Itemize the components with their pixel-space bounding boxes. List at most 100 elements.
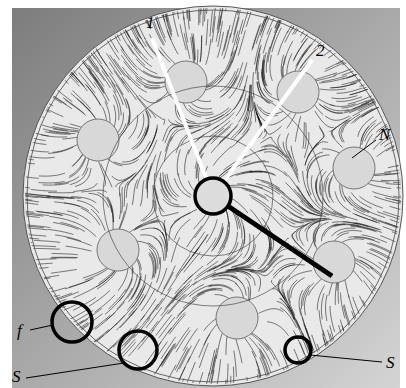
streamline [392,143,406,151]
streamline [173,379,184,388]
streamline [264,152,287,162]
streamline [279,276,285,299]
streamline [132,127,147,148]
streamline [370,267,390,284]
streamline [260,243,270,267]
streamline [67,67,84,87]
streamline [151,221,166,236]
streamline [171,0,174,14]
streamline [146,110,149,135]
streamline [340,292,344,318]
streamline [270,24,280,48]
streamline [163,125,179,142]
streamline [89,290,110,306]
streamline [187,3,189,29]
streamline [303,218,329,220]
streamline [184,381,194,388]
streamline [66,246,92,251]
hole [333,147,375,189]
streamline [34,240,60,242]
streamline [61,320,84,333]
streamline [358,256,381,269]
streamline [61,63,79,83]
streamline [325,60,349,71]
streamline [353,104,376,116]
streamline [206,19,208,45]
streamline [323,198,343,215]
streamline [223,380,226,388]
streamline [116,84,127,108]
streamline [259,339,275,360]
streamline [209,257,231,271]
streamline [56,55,73,75]
streamline [362,235,387,243]
streamline [277,301,295,320]
streamline [363,79,388,89]
streamline [186,0,187,19]
streamline [149,125,158,150]
streamline [169,314,186,334]
callout-label: N [379,126,390,143]
streamline [117,311,135,331]
streamline [118,13,129,37]
streamline [89,59,104,81]
streamline [165,9,172,34]
streamline [79,67,95,88]
streamline [329,173,335,198]
streamline [229,376,231,388]
streamline [231,31,238,56]
streamline [136,275,145,299]
streamline [209,285,234,291]
streamline [178,281,197,299]
streamline [358,117,374,137]
streamline [127,165,144,185]
streamline [288,290,295,315]
streamline [163,180,178,201]
streamline [134,48,152,67]
streamline [236,172,262,176]
streamline [120,24,132,47]
streamline [378,220,403,229]
streamline [263,60,266,86]
streamline [295,13,310,35]
streamline [268,246,286,265]
hole [97,229,139,271]
section-line [213,60,312,196]
streamline [327,341,335,366]
streamline [253,23,261,48]
streamline [13,198,39,202]
streamline [89,68,104,90]
streamline [159,0,164,17]
streamline [283,367,290,388]
leader-line [310,355,382,362]
streamline [349,295,357,320]
streamline [175,327,190,349]
streamline [228,232,237,256]
streamline [74,222,96,236]
streamline [281,197,302,213]
streamline [268,186,290,201]
streamline [318,24,337,42]
streamline [343,114,360,132]
streamline [383,227,406,237]
streamline [264,209,283,228]
streamline [321,224,338,241]
streamline [267,322,288,336]
streamline [225,0,231,11]
streamline [170,213,190,229]
streamline [324,224,345,236]
streamline [352,213,377,222]
streamline [77,200,99,213]
streamline [224,51,234,75]
streamline [55,235,81,241]
streamline [255,39,261,65]
streamline [85,84,100,105]
streamline [151,252,156,277]
streamline [309,155,329,169]
streamline [27,288,53,294]
streamline [348,237,374,240]
streamline [293,200,315,214]
streamline [237,0,244,13]
streamline [392,138,406,147]
